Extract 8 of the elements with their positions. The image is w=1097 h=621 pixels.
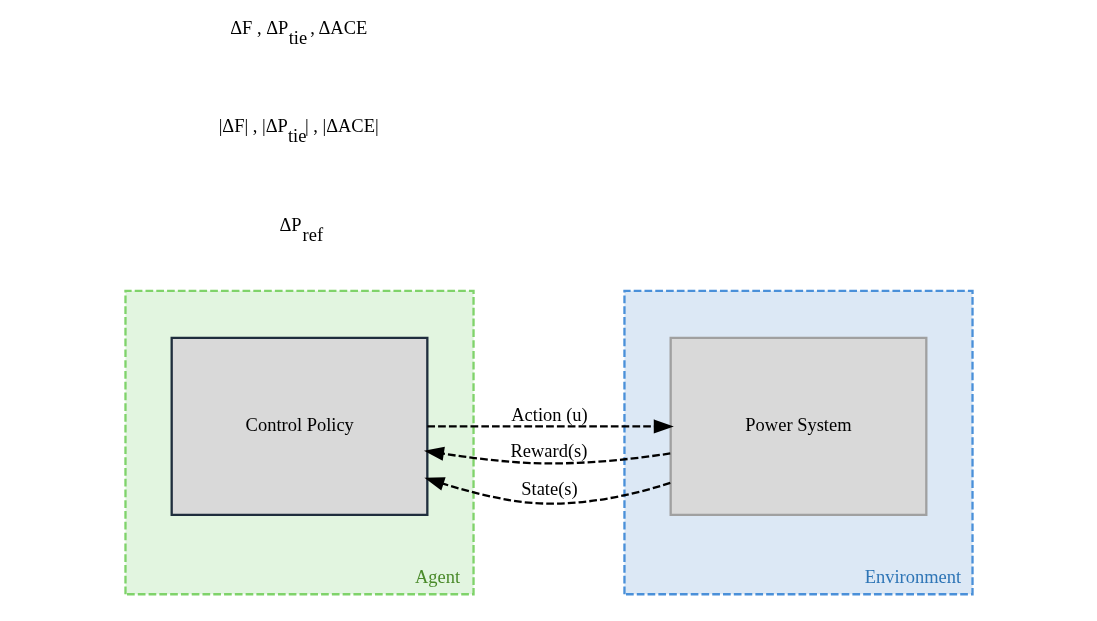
arrow [423, 477, 671, 505]
arrow [426, 419, 674, 434]
edge-label: Action (u) [510, 405, 588, 426]
edge-label: Reward(s) [510, 440, 587, 461]
node-box: Power System [669, 336, 927, 517]
edge-label: State(s) [520, 479, 578, 500]
node-box: Control Policy [170, 336, 428, 517]
arrow [423, 446, 670, 465]
